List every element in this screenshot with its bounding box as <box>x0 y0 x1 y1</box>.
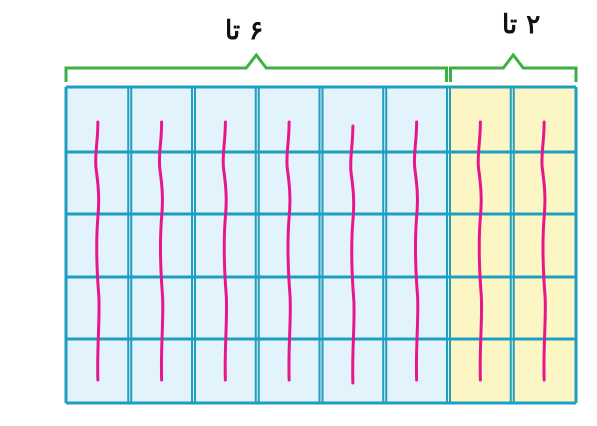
magenta-stroke-4 <box>285 120 292 382</box>
magenta-stroke-6 <box>412 120 420 382</box>
group-label-left: ۶ تا <box>225 16 264 46</box>
group-bracket-1 <box>64 52 448 82</box>
magenta-stroke-3 <box>221 120 229 382</box>
group-label-right: ۲ تا <box>502 10 541 40</box>
magenta-stroke-8 <box>540 120 547 382</box>
magenta-stroke-2 <box>157 120 165 382</box>
magenta-stroke-5 <box>349 124 356 385</box>
magenta-stroke-1 <box>94 120 101 382</box>
magenta-stroke-7 <box>476 120 484 382</box>
group-fill-2 <box>448 87 576 403</box>
group-fill-1 <box>66 87 449 403</box>
group-bracket-2 <box>449 52 578 82</box>
